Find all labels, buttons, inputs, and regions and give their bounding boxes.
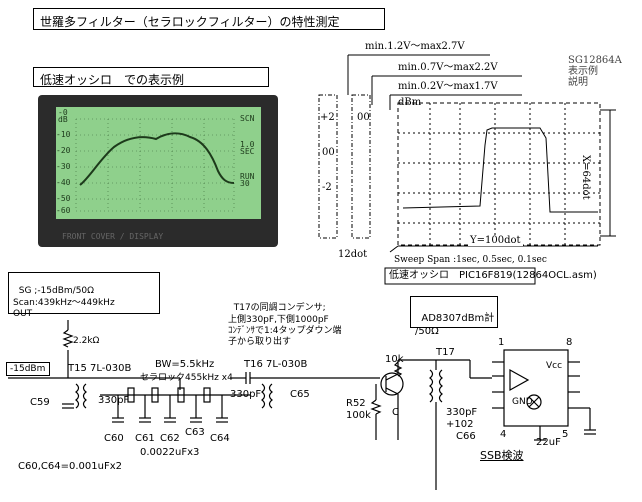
lcd-y-tick-30: -30 [56, 162, 71, 171]
dot12-label: 12dot [338, 249, 368, 260]
dbm-label: dBm [398, 97, 422, 108]
gnd-label: GND [512, 397, 533, 407]
y100-label: Y=100dot [468, 235, 523, 246]
c330-3-label: 330pF [446, 407, 478, 418]
c65-label: C65 [290, 389, 310, 400]
lcd-right-label-2: 1.0 SEC [240, 140, 255, 157]
t17-note: T17の同調コンデンサ; 上側330pF,下側1000pF ｺﾝﾃﾞﾝｻで1:4… [228, 303, 342, 347]
x64-label: X=64dot [580, 155, 591, 200]
c60c64-label: C60,C64=0.001uFx2 [18, 461, 122, 472]
sg-label: SG12864A 表示例 説明 [568, 55, 622, 88]
tick-minus2: -2 [322, 182, 332, 193]
osc-title: 低速オッシロ PIC16F819(12864OCL.asm) [389, 270, 597, 281]
pin8-label: 8 [566, 337, 573, 348]
lcd-right-label-3: RUN 30 [240, 172, 255, 189]
tick-00-left: 00 [322, 147, 335, 158]
pin5-label: 5 [562, 429, 569, 440]
lcd-bottom-text: FRONT COVER / DISPLAY [62, 232, 164, 241]
range-label-1: min.1.2V～max2.7V [365, 41, 465, 52]
c66-label: C66 [456, 431, 476, 442]
pin1-label: 1 [498, 337, 505, 348]
r52-label: R52 100k [346, 398, 371, 421]
oscilloscope-caption-box: 低速オッシロ での表示例 [33, 67, 269, 87]
lcd-screen: -0 dB -10 -20 -30 -40 -50 -60 SCN 1.0 SE… [56, 107, 261, 219]
sweep-span-label: Sweep Span :1sec, 0.5sec, 0.1sec [394, 255, 547, 265]
m15dbm-box: -15dBm [6, 362, 50, 376]
lcd-photo: -0 dB -10 -20 -30 -40 -50 -60 SCN 1.0 SE… [38, 95, 278, 247]
sg-box-text: SG ;-15dBm/50Ω Scan:439kHz～449kHz OUT [13, 286, 115, 319]
sg-box: SG ;-15dBm/50Ω Scan:439kHz～449kHz OUT [8, 272, 160, 319]
ad8307-box: AD8307dBm計 /50Ω [410, 296, 498, 337]
tick-00: 00 [357, 112, 370, 123]
c59-label: C59 [30, 397, 50, 408]
ad8307-label: AD8307dBm計 /50Ω [415, 313, 495, 337]
ceralock-label: セラロック455kHz x4 [140, 373, 233, 383]
pin4-label: 4 [500, 429, 507, 440]
c0022-label: 0.0022uFx3 [140, 447, 200, 458]
c-label: C [392, 407, 399, 418]
lcd-y-tick-40: -40 [56, 178, 71, 187]
m15dbm-label: -15dBm [10, 364, 46, 374]
title-box: 世羅多フィルター（セラロックフィルター）の特性測定 [33, 8, 385, 30]
tick-plus2: +2 [320, 112, 335, 123]
page-title: 世羅多フィルター（セラロックフィルター）の特性測定 [40, 15, 340, 29]
r10k-label: 10k [385, 354, 404, 365]
c62-label: C62 [160, 433, 180, 444]
lcd-trace [79, 132, 235, 186]
lcd-y-tick-10: -10 [56, 130, 71, 139]
bw-label: BW=5.5kHz [155, 359, 215, 370]
c102-label: +102 [446, 419, 474, 430]
range-label-3: min.0.2V～max1.7V [398, 81, 498, 92]
range-label-2: min.0.7V～max2.2V [398, 62, 498, 73]
c60-label: C60 [104, 433, 124, 444]
lcd-y-tick-20: -20 [56, 146, 71, 155]
t17-label: T17 [436, 347, 455, 358]
c61-label: C61 [135, 433, 155, 444]
lcd-y-tick-60: -60 [56, 206, 71, 215]
c330-2-label: 330pF [230, 389, 262, 400]
lcd-top-left-label: -0 dB [58, 108, 68, 125]
t16-label: T16 7L-030B [244, 359, 308, 370]
lcd-y-tick-50: -50 [56, 194, 71, 203]
ssb-label: SSB検波 [480, 449, 524, 462]
c22u-label: 22uF [536, 437, 561, 448]
c330-1-label: 330pF [98, 395, 130, 406]
c64-label: C64 [210, 433, 230, 444]
oscilloscope-caption: 低速オッシロ での表示例 [40, 73, 185, 87]
vcc-label: Vcc [546, 361, 563, 371]
t15-label: T15 7L-030B [68, 363, 132, 374]
lcd-graph [75, 118, 235, 212]
r-22k-label: 2.2kΩ [73, 336, 100, 346]
t17-note-box: T17の同調コンデンサ; 上側330pF,下側1000pF ｺﾝﾃﾞﾝｻで1:4… [225, 290, 375, 347]
lcd-right-label-1: SCN [240, 114, 255, 123]
c63-label: C63 [185, 427, 205, 438]
